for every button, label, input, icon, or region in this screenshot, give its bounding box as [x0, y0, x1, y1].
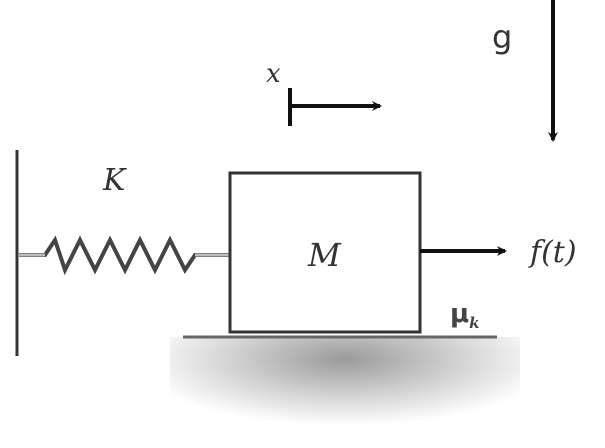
mass-label: M [307, 236, 342, 274]
mass-block [228, 171, 422, 334]
friction-label: μk [450, 299, 480, 332]
gravity-label: g [492, 18, 512, 56]
displacement-label: x [266, 59, 281, 89]
force-label: f(t) [528, 235, 577, 270]
spring-constant-label: K [102, 163, 127, 198]
floor-shadow [170, 337, 520, 448]
spring [19, 235, 232, 276]
